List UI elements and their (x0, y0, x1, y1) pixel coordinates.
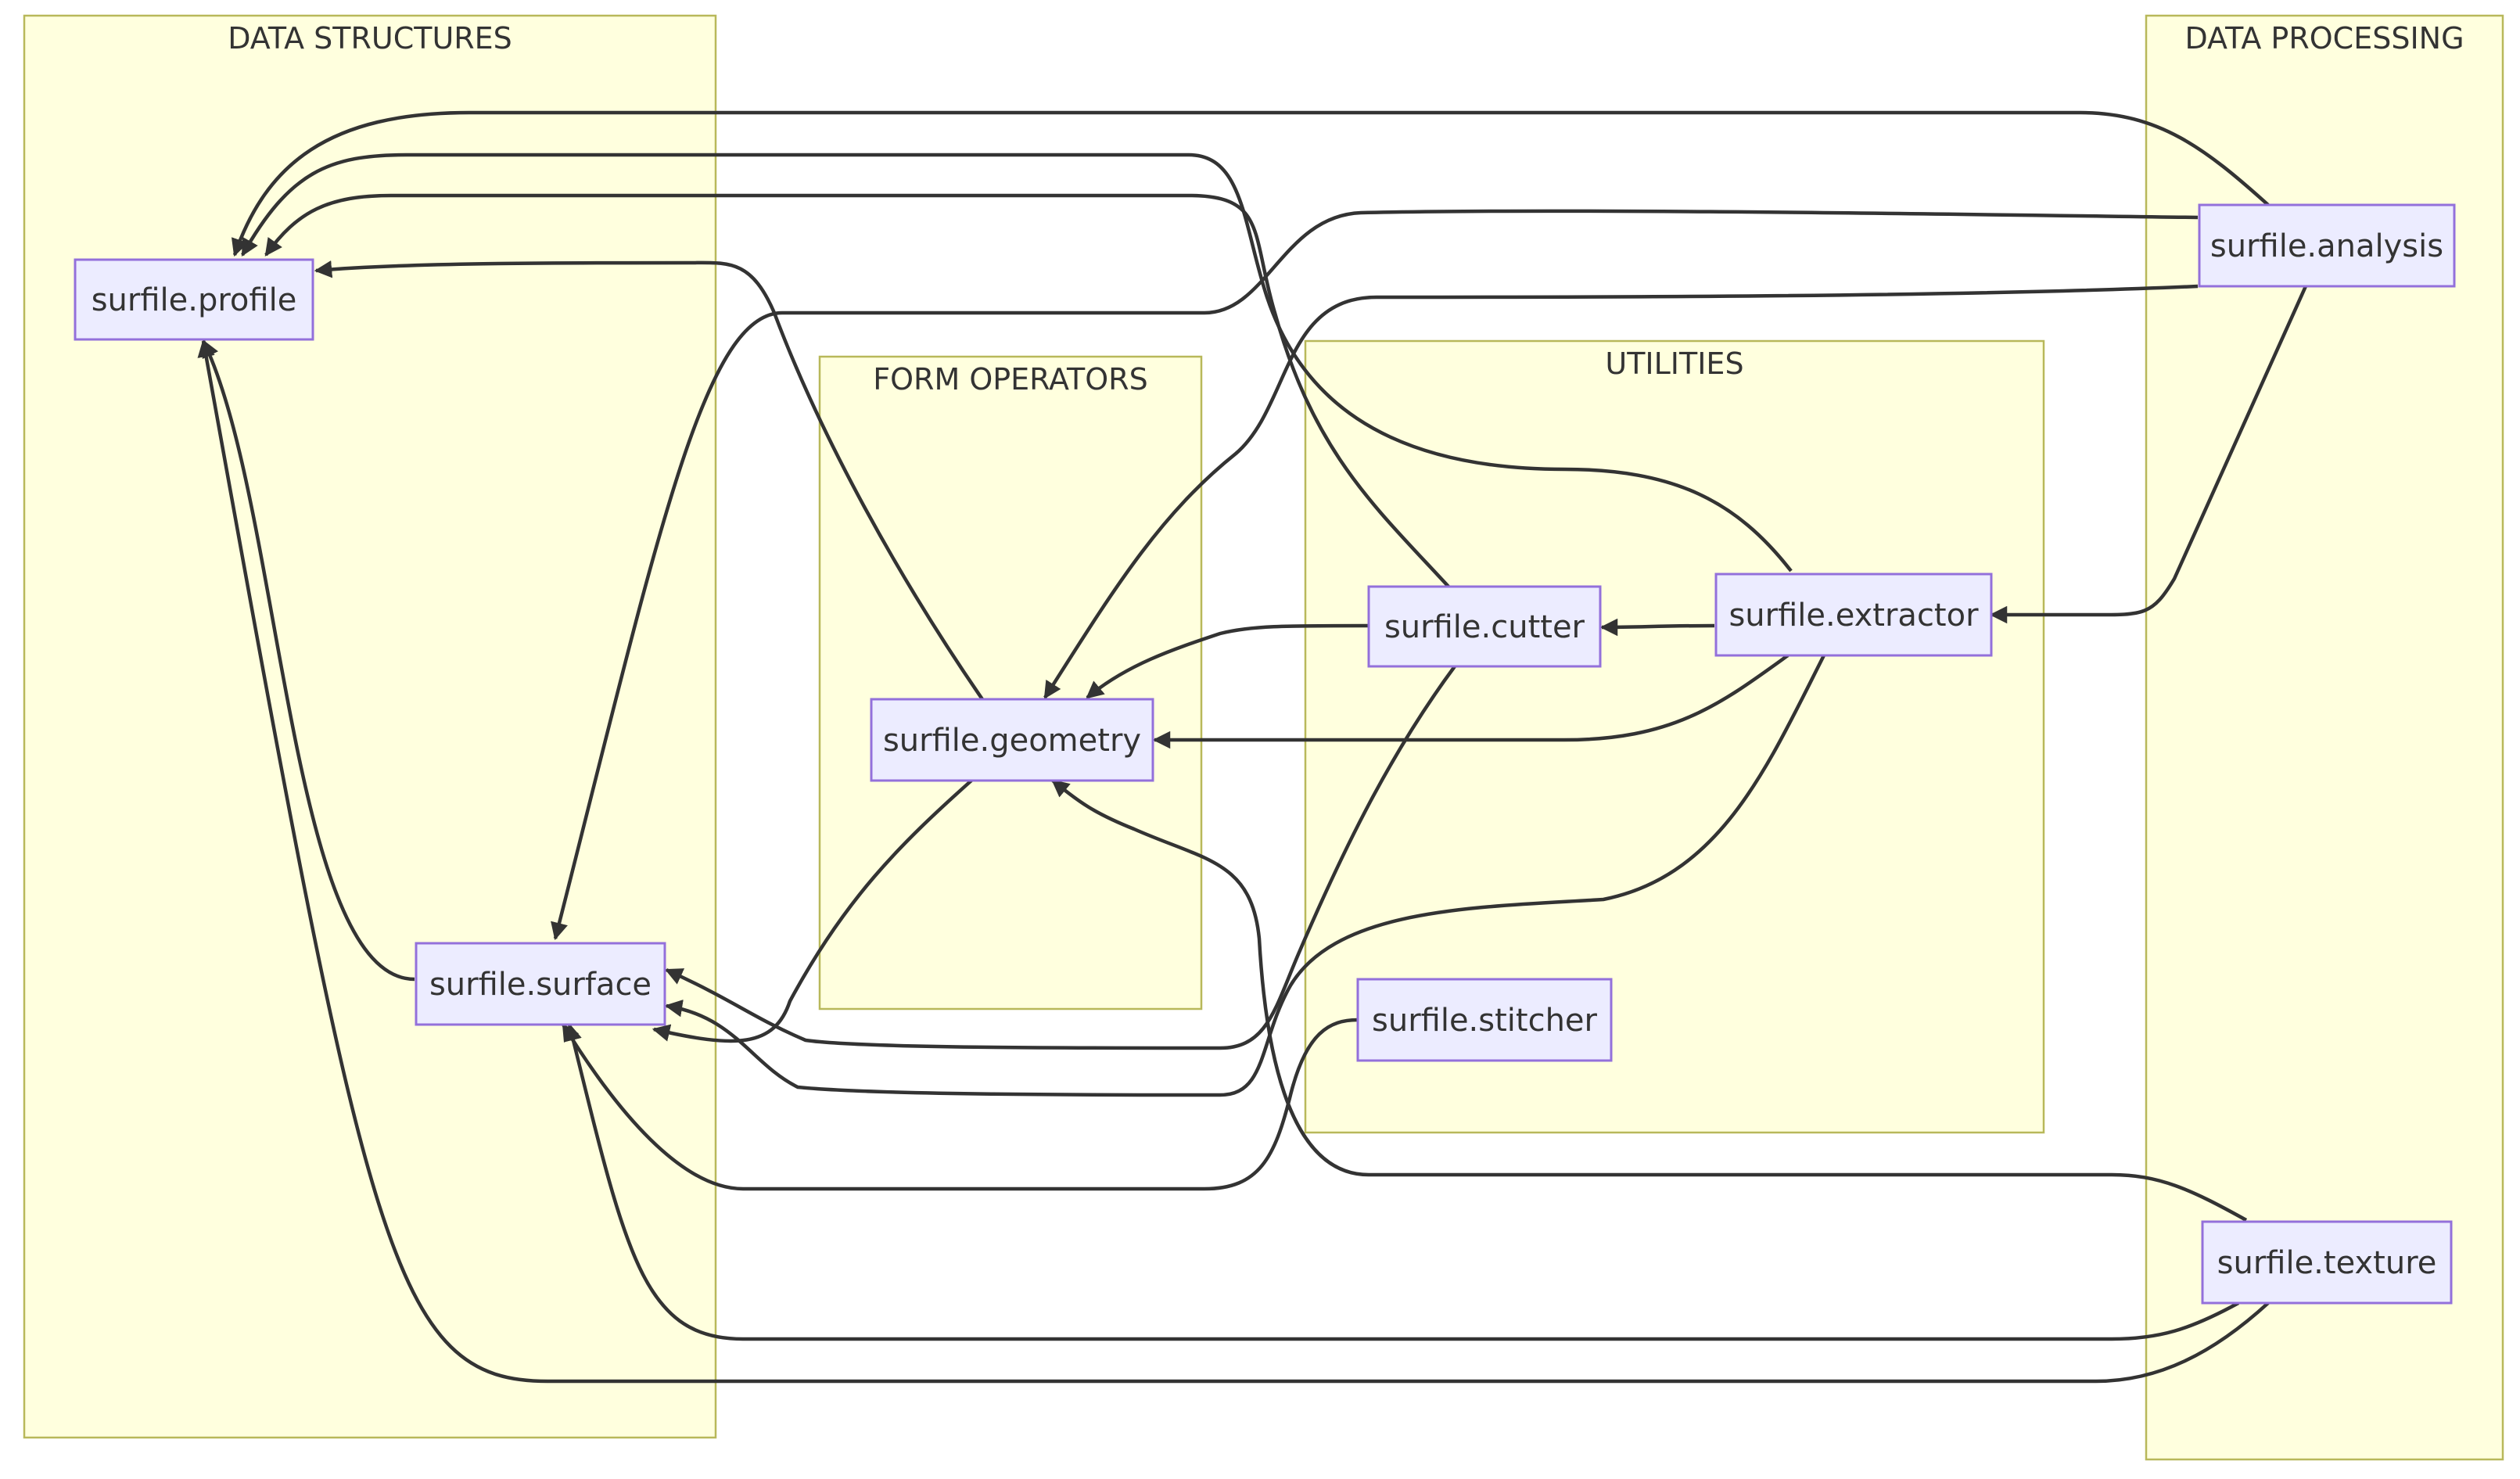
edge-extractor-to-geometry (1152, 654, 1789, 749)
node-analysis[interactable]: surfile.analysis (2198, 203, 2456, 288)
node-label-texture: surfile.texture (2217, 1245, 2437, 1281)
edge-extractor-to-cutter (1599, 618, 1715, 637)
node-label-geometry: surfile.geometry (883, 723, 1141, 759)
node-texture[interactable]: surfile.texture (2201, 1220, 2453, 1305)
edge-analysis-to-profile (231, 110, 2270, 257)
edge-texture-to-surface (564, 1022, 2240, 1341)
edge-analysis-to-surface (551, 209, 2199, 941)
cluster-label-utilities: UTILITIES (1605, 346, 1743, 381)
node-label-cutter: surfile.cutter (1384, 609, 1585, 645)
node-label-stitcher: surfile.stitcher (1372, 1003, 1598, 1039)
edge-analysis-to-geometry (1043, 284, 2199, 699)
cluster-label-form-operators: FORM OPERATORS (873, 362, 1147, 397)
edge-analysis-to-extractor (1989, 285, 2308, 624)
node-stitcher[interactable]: surfile.stitcher (1356, 978, 1613, 1062)
cluster-label-data-structures: DATA STRUCTURES (228, 21, 512, 56)
cluster-form-operators: FORM OPERATORS (818, 355, 1203, 1011)
node-extractor[interactable]: surfile.extractor (1714, 573, 1993, 657)
node-profile[interactable]: surfile.profile (74, 258, 314, 341)
edge-stitcher-to-surface (562, 1018, 1359, 1191)
cluster-label-data-processing: DATA PROCESSING (2184, 21, 2464, 56)
cluster-data-structures: DATA STRUCTURES (23, 14, 717, 1439)
node-label-surface: surfile.surface (429, 967, 652, 1003)
edge-cutter-to-geometry (1086, 623, 1369, 699)
node-geometry[interactable]: surfile.geometry (870, 698, 1154, 782)
node-label-profile: surfile.profile (92, 282, 297, 318)
node-label-analysis: surfile.analysis (2210, 228, 2443, 264)
edge-geometry-to-surface (652, 779, 973, 1043)
edges (197, 110, 2308, 1384)
edge-geometry-to-profile (314, 260, 984, 701)
edge-texture-to-geometry (1051, 779, 2248, 1222)
node-label-extractor: surfile.extractor (1728, 598, 1979, 634)
node-surface[interactable]: surfile.surface (415, 942, 666, 1026)
edge-texture-to-profile (197, 339, 2270, 1384)
edge-cutter-to-surface (664, 665, 1456, 1050)
edge-cutter-to-profile (264, 193, 1450, 588)
edge-extractor-to-profile (241, 153, 1793, 573)
edge-surface-to-profile (201, 339, 415, 982)
node-cutter[interactable]: surfile.cutter (1367, 585, 1602, 668)
